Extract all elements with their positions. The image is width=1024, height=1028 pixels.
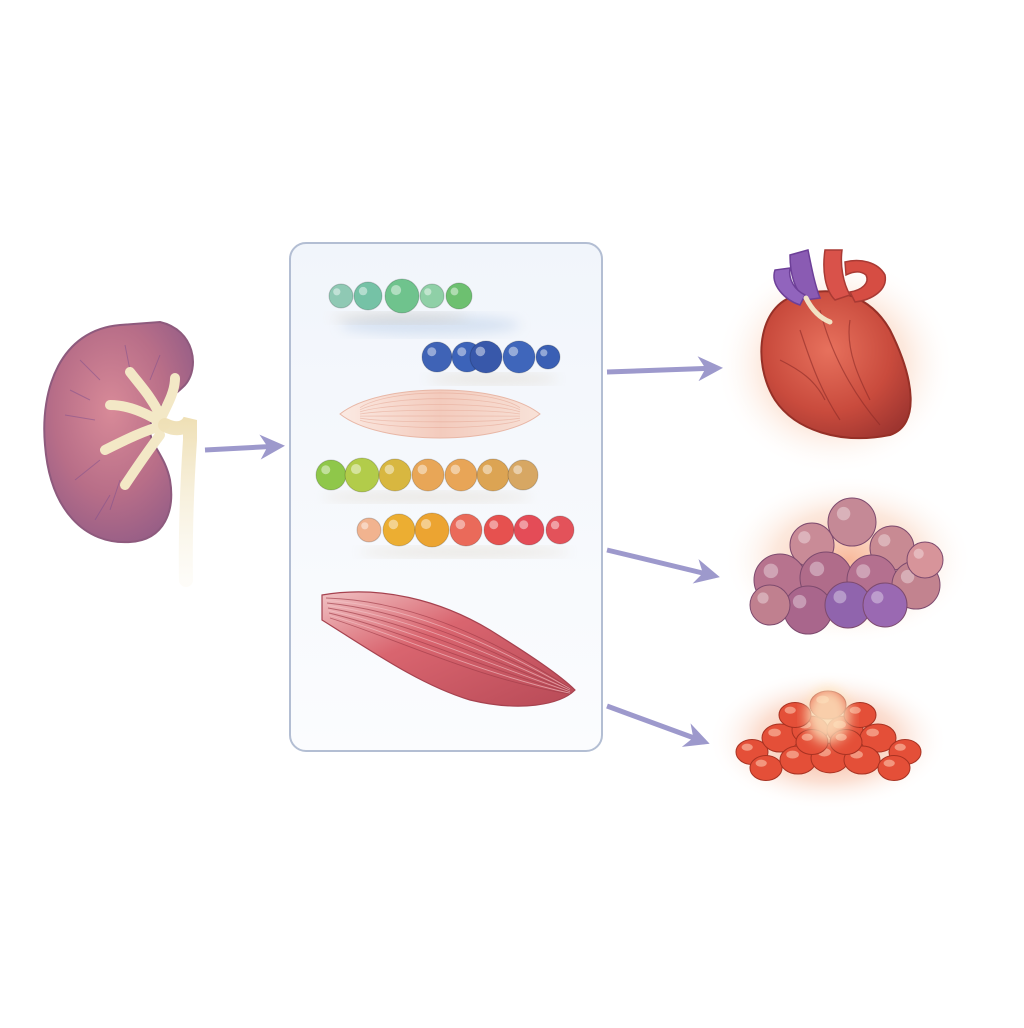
bead [514, 515, 544, 545]
heart-illustration [715, 250, 955, 475]
arrow-panel-to-inflamed-cluster [607, 706, 705, 742]
cell-highlight [793, 595, 806, 608]
cell-cluster [723, 475, 973, 645]
inflamed-highlight [786, 751, 799, 759]
bead-highlight [540, 349, 547, 356]
bead [477, 459, 509, 491]
cell [784, 586, 832, 634]
bead-highlight [321, 465, 330, 474]
cell [907, 542, 943, 578]
bead-highlight [551, 521, 559, 529]
bead-highlight [509, 347, 519, 357]
bead [412, 459, 444, 491]
bead-chain-4 [316, 458, 538, 502]
bead [354, 282, 382, 310]
bead-highlight [351, 464, 361, 474]
bead-highlight [476, 347, 486, 357]
bead [422, 342, 452, 372]
bead [508, 460, 538, 490]
bead-highlight [391, 285, 401, 295]
cell [828, 498, 876, 546]
bead [445, 459, 477, 491]
inflamed-cluster [708, 670, 948, 810]
inflamed-highlight [850, 707, 861, 714]
bead-highlight [421, 519, 431, 529]
bead [329, 284, 353, 308]
inflamed-highlight [884, 760, 895, 767]
bead-highlight [418, 465, 428, 475]
bead-highlight [385, 465, 395, 475]
cell-highlight [871, 591, 883, 603]
bead [503, 341, 535, 373]
inflamed-highlight [768, 729, 781, 737]
cell-highlight [856, 564, 870, 578]
bead-highlight [457, 347, 466, 356]
cell-highlight [878, 534, 890, 546]
cell-highlight [837, 507, 850, 520]
inflamed-highlight [895, 744, 906, 751]
bead-highlight [483, 465, 493, 475]
cell-highlight [914, 549, 924, 559]
bead [446, 283, 472, 309]
bead-highlight [451, 465, 461, 475]
bead-highlight [456, 520, 466, 530]
bead [385, 279, 419, 313]
bead [357, 518, 381, 542]
bead-highlight [359, 287, 367, 295]
bead [415, 513, 449, 547]
bead [420, 284, 444, 308]
bead-highlight [424, 288, 431, 295]
cell-highlight [810, 562, 825, 577]
bead [379, 459, 411, 491]
arrow-kidney-to-panel [205, 446, 280, 450]
inflamed-highlight [802, 734, 813, 741]
bead-highlight [333, 288, 340, 295]
inflamed-highlight [742, 744, 753, 751]
bead [450, 514, 482, 546]
arrow-panel-to-heart [607, 368, 718, 372]
cell-highlight [757, 592, 768, 603]
bead [536, 345, 560, 369]
inflamed-highlight [866, 729, 879, 737]
bead-highlight [389, 520, 399, 530]
inflamed-cell [878, 756, 910, 781]
bead [470, 341, 502, 373]
bead [546, 516, 574, 544]
kidney-illustration [44, 322, 193, 580]
bead-highlight [361, 522, 368, 529]
cell-highlight [798, 531, 810, 543]
cell [750, 585, 790, 625]
bead [345, 458, 379, 492]
inflamed-highlight [785, 707, 796, 714]
inflamed-highlight [756, 760, 767, 767]
arrow-panel-to-cell-cluster [607, 550, 715, 576]
bead [316, 460, 346, 490]
bead-highlight [519, 520, 528, 529]
cell-highlight [834, 591, 847, 604]
bead-highlight [451, 288, 459, 296]
bead [383, 514, 415, 546]
bead-highlight [513, 465, 522, 474]
cell-highlight [764, 564, 779, 579]
bead [484, 515, 514, 545]
bead-highlight [489, 520, 498, 529]
cell [863, 583, 907, 627]
bead-highlight [427, 347, 436, 356]
inflamed-cell [750, 756, 782, 781]
